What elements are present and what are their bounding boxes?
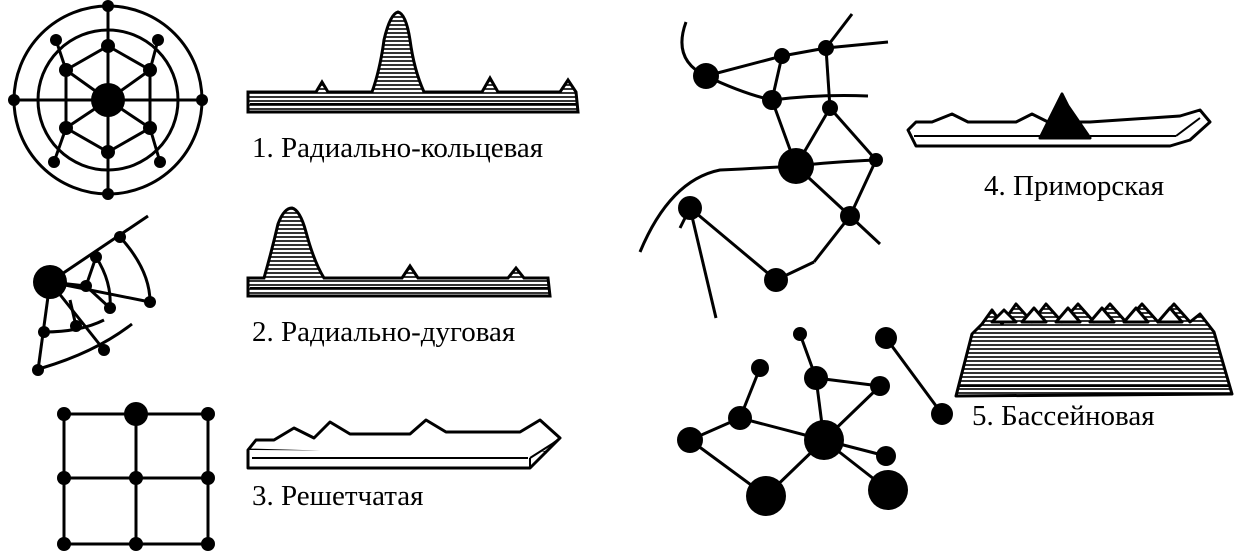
basin-nodes [677,327,953,516]
grid-nodes [57,402,215,551]
coastal-nodes [678,40,883,292]
label-basin: 5. Бассейновая [972,400,1155,432]
label-grid: 3. Решетчатая [252,480,424,512]
coastal-profile [906,92,1212,148]
label-radial-ring: 1. Радиально-кольцевая [252,132,544,164]
radial-arc-profile [246,206,552,298]
grid-profile [246,418,562,470]
radial-ring-profile [246,10,580,114]
basin-network [689,333,944,498]
radial-arc-nodes [32,231,156,376]
radial-ring-nodes [8,0,208,200]
coastal-network [638,13,889,319]
label-radial-arc: 2. Радиально-дуговая [252,316,516,348]
label-coastal: 4. Приморская [984,170,1165,202]
basin-profile [954,302,1234,398]
